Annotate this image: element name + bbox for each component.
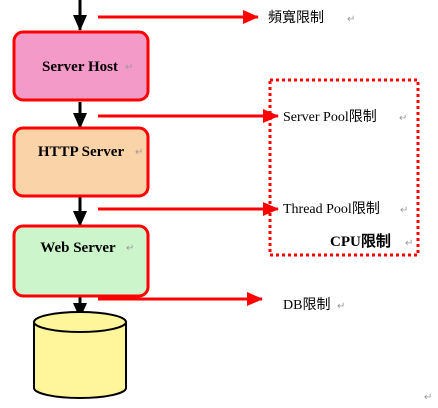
web-server-box: Web Server ↵ [12, 224, 150, 298]
http-server-paragraph-mark: ↵ [135, 147, 143, 158]
bandwidth-paragraph-mark: ↵ [347, 14, 355, 25]
web-server-label: Web Server [40, 240, 116, 256]
server-pool-limit-label: Server Pool限制 [283, 109, 377, 125]
cpu-limit-group [268, 78, 420, 257]
cpu-paragraph-mark: ↵ [405, 238, 413, 249]
http-server-label: HTTP Server [38, 144, 125, 160]
thread-pool-paragraph-mark: ↵ [400, 205, 408, 216]
db-limit-label: DB限制 [283, 297, 330, 313]
web-server-paragraph-mark: ↵ [126, 243, 134, 254]
thread-pool-limit-label: Thread Pool限制 [283, 201, 380, 217]
database-cylinder-icon [33, 311, 127, 399]
bandwidth-limit-label: 頻寬限制 [268, 9, 324, 26]
server-pool-paragraph-mark: ↵ [399, 113, 407, 124]
server-host-paragraph-mark: ↵ [125, 62, 133, 73]
server-host-box: Server Host ↵ [12, 30, 150, 102]
http-server-box: HTTP Server ↵ [12, 126, 150, 198]
db-paragraph-mark: ↵ [337, 301, 345, 312]
end-paragraph-mark: ↵ [424, 392, 432, 403]
server-host-label: Server Host [42, 59, 118, 75]
cpu-limit-label: CPU限制 [330, 232, 391, 250]
